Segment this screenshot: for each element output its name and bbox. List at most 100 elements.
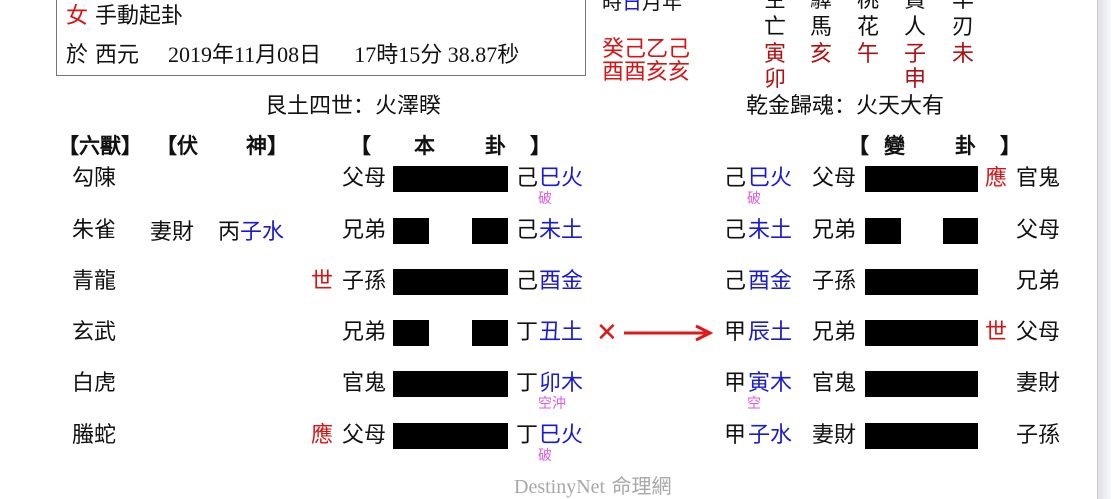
header-fushen-close: 神】 bbox=[246, 134, 288, 158]
ben-relation-3: 兄弟 bbox=[342, 320, 387, 345]
bian-stem-4: 甲 bbox=[724, 371, 747, 396]
footer-brand: DestinyNet 命理網 bbox=[514, 470, 671, 499]
moving-line-mark: ✕ bbox=[596, 318, 618, 348]
bian-branch-0: 巳火 bbox=[748, 166, 793, 191]
bian-relation-0: 父母 bbox=[812, 166, 857, 191]
pillar-header: 時日月年 bbox=[602, 0, 682, 14]
fushen-stem-branch: 丙子水 bbox=[218, 220, 284, 246]
bian-mark-3: 世 bbox=[985, 320, 1008, 345]
bian-sixrel-5: 子孫 bbox=[1016, 423, 1061, 448]
ben-branch-3: 丑土 bbox=[539, 320, 584, 345]
footer-brand-en: DestinyNet bbox=[514, 476, 606, 498]
beast-4: 白虎 bbox=[72, 371, 117, 396]
shensha-top_partial-2: 桃 bbox=[857, 0, 880, 13]
ben-branch-5: 巳火 bbox=[539, 423, 584, 448]
bian-relation-2: 子孫 bbox=[812, 269, 857, 294]
bian-sixrel-4: 妻財 bbox=[1016, 371, 1061, 396]
ben-yang-line-4 bbox=[393, 371, 508, 397]
ben-yin-line-left-3 bbox=[393, 320, 429, 346]
pillar-hour: 時 bbox=[602, 0, 622, 14]
ben-branch-1: 未土 bbox=[539, 218, 584, 243]
bian-relation-3: 兄弟 bbox=[812, 320, 857, 345]
bian-relation-1: 兄弟 bbox=[812, 218, 857, 243]
fushen-stem: 丙 bbox=[218, 220, 241, 245]
pillar-month: 月 bbox=[642, 0, 662, 14]
bian-branch-4: 寅木 bbox=[748, 371, 793, 396]
header-ben-mid2: 卦 bbox=[485, 134, 506, 158]
ben-yin-line-left-1 bbox=[393, 218, 429, 244]
shensha-labels-4: 刃 bbox=[952, 15, 975, 40]
fushen-relation: 妻財 bbox=[150, 220, 195, 245]
bian-yang-line-5 bbox=[865, 423, 978, 449]
ben-relation-2: 子孫 bbox=[342, 269, 387, 294]
pillar-stems: 癸己乙己 bbox=[602, 37, 691, 62]
header-ben-mid1: 本 bbox=[414, 134, 435, 158]
header-ben-close: 】 bbox=[530, 134, 551, 158]
birth-info-box bbox=[56, 0, 586, 76]
gender-method: 女 手動起卦 bbox=[66, 4, 183, 30]
shensha-values-1: 亥 bbox=[810, 42, 833, 67]
ben-yang-line-0 bbox=[393, 166, 508, 192]
ben-gua-name: 艮土四世：火澤睽 bbox=[265, 94, 442, 119]
shensha-values2-0: 卯 bbox=[764, 67, 787, 92]
header-liushou: 【六獸】 bbox=[58, 134, 142, 158]
bian-stem-2: 己 bbox=[724, 269, 747, 294]
shensha-values-2: 午 bbox=[857, 42, 880, 67]
bian-gua-name: 乾金歸魂：火天大有 bbox=[746, 94, 945, 119]
header-ben-open: 【 bbox=[350, 134, 371, 158]
bian-relation-4: 官鬼 bbox=[812, 371, 857, 396]
ben-stem-2: 己 bbox=[516, 269, 539, 294]
bian-stem-5: 甲 bbox=[724, 423, 747, 448]
shensha-top_partial-3: 貴 bbox=[904, 0, 927, 13]
ben-relation-5: 父母 bbox=[342, 423, 387, 448]
time-value: 17時15分 38.87秒 bbox=[354, 42, 520, 67]
ben-yin-line-right-1 bbox=[472, 218, 508, 244]
scrollbar-edge[interactable] bbox=[1097, 0, 1111, 499]
ben-note-4: 空沖 bbox=[538, 396, 566, 412]
bian-branch-1: 未土 bbox=[748, 218, 793, 243]
bian-yang-line-0 bbox=[865, 166, 978, 192]
bian-relation-5: 妻財 bbox=[812, 423, 857, 448]
date-prefix: 於 西元 bbox=[66, 43, 139, 68]
header-bian-mid1: 變 bbox=[884, 134, 905, 158]
header-fushen-open: 【伏 bbox=[156, 134, 198, 158]
bian-yang-line-3 bbox=[865, 320, 978, 346]
bian-mark-0: 應 bbox=[985, 166, 1008, 191]
bian-stem-3: 甲 bbox=[724, 320, 747, 345]
method-label: 手動起卦 bbox=[95, 4, 184, 29]
bian-yang-line-2 bbox=[865, 269, 978, 295]
shensha-values-0: 寅 bbox=[764, 42, 787, 67]
ben-yang-line-2 bbox=[393, 269, 508, 295]
ben-relation-0: 父母 bbox=[342, 166, 387, 191]
pillar-year: 年 bbox=[662, 0, 682, 14]
beast-5: 螣蛇 bbox=[72, 423, 117, 448]
header-bian-close: 】 bbox=[1000, 134, 1021, 158]
beast-1: 朱雀 bbox=[72, 218, 117, 243]
transform-arrow-icon bbox=[624, 324, 714, 342]
ben-yin-line-right-3 bbox=[472, 320, 508, 346]
ben-stem-0: 己 bbox=[516, 166, 539, 191]
shensha-top_partial-4: 羊 bbox=[952, 0, 975, 13]
bian-branch-2: 酉金 bbox=[748, 269, 793, 294]
bian-yin-line-right-1 bbox=[943, 218, 978, 244]
gender-label: 女 bbox=[66, 4, 89, 29]
shensha-values-4: 未 bbox=[952, 42, 975, 67]
bian-branch-3: 辰土 bbox=[748, 320, 793, 345]
bian-sixrel-0: 官鬼 bbox=[1016, 166, 1061, 191]
shensha-values-3: 子 bbox=[904, 42, 927, 67]
date-value: 2019年11月08日 bbox=[168, 42, 322, 67]
header-bian-open: 【 bbox=[848, 134, 869, 158]
bian-yang-line-4 bbox=[865, 371, 978, 397]
bian-sixrel-3: 父母 bbox=[1016, 320, 1061, 345]
bian-branch-5: 子水 bbox=[748, 423, 793, 448]
ben-stem-1: 己 bbox=[516, 218, 539, 243]
shensha-labels-0: 亡 bbox=[764, 15, 787, 40]
ben-branch-2: 酉金 bbox=[539, 269, 584, 294]
ben-note-0: 破 bbox=[538, 191, 552, 207]
fushen-branch: 子水 bbox=[240, 220, 285, 245]
ben-stem-5: 丁 bbox=[516, 423, 539, 448]
shensha-top_partial-1: 驛 bbox=[810, 0, 833, 13]
shensha-labels-1: 馬 bbox=[810, 15, 833, 40]
datetime-line: 於 西元 2019年11月08日 17時15分 38.87秒 bbox=[66, 42, 519, 69]
bian-note-4: 空 bbox=[747, 396, 761, 412]
